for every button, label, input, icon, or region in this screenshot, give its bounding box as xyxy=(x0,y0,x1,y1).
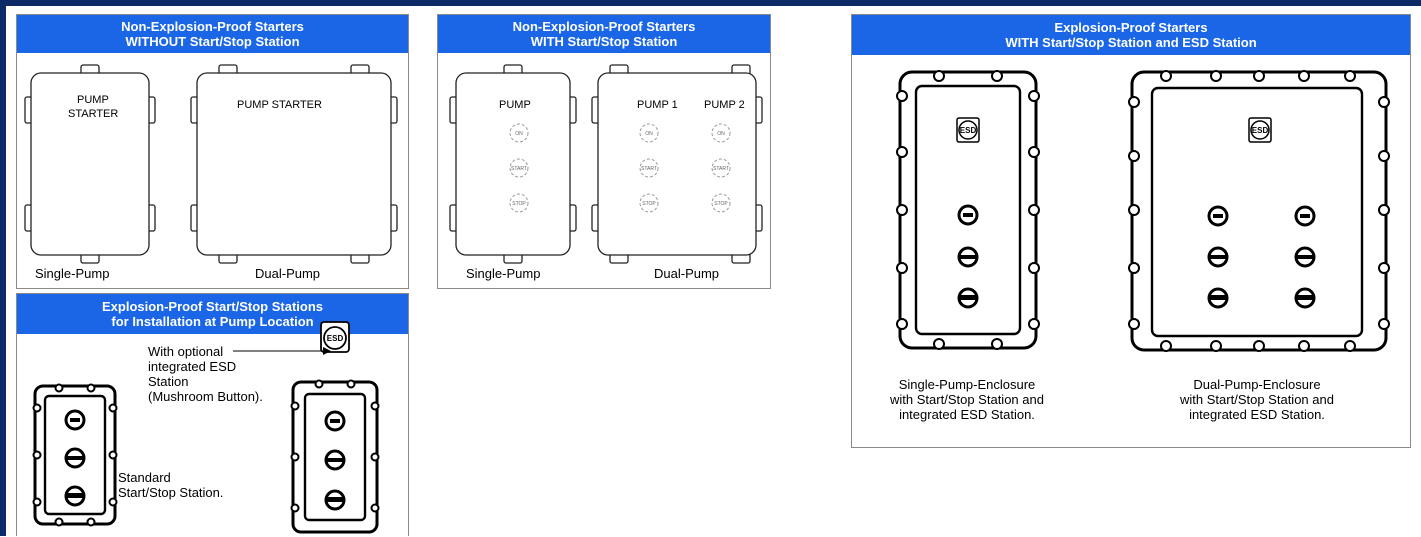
start-stop-station-with-esd: ESD xyxy=(290,321,380,534)
note-line: (Mushroom Button). xyxy=(148,389,263,404)
caption-line: Single-Pump-Enclosure xyxy=(898,377,1036,392)
caption-line: integrated ESD Station. xyxy=(899,407,1035,422)
pump2-btn-start-label: START xyxy=(713,166,729,172)
single-starter-text-2: STARTER xyxy=(68,108,119,120)
pump1-btn-on-label: ON xyxy=(645,131,653,137)
pump1-btn-start-label: START xyxy=(641,166,657,172)
header-line-2: WITH Start/Stop Station xyxy=(530,34,678,49)
note-line: Station xyxy=(148,374,189,389)
single-btn-stop-label: STOP xyxy=(512,201,526,207)
header-line-1: Non-Explosion-Proof Starters xyxy=(121,19,304,34)
dual-pump-xp-enclosure: ESD xyxy=(1128,70,1390,352)
standard-start-stop-station xyxy=(32,383,118,527)
header-line-2: WITHOUT Start/Stop Station xyxy=(125,34,300,49)
pump2-title: PUMP 2 xyxy=(704,99,745,111)
caption-line: with Start/Stop Station and xyxy=(1180,392,1334,407)
single-pump-xp-enclosure: ESD xyxy=(896,70,1040,350)
single-enclosure-caption: Single-Pump-Enclosure with Start/Stop St… xyxy=(862,377,1072,422)
dual-starter-text: PUMP STARTER xyxy=(237,99,322,111)
optional-esd-note: With optional integrated ESD Station (Mu… xyxy=(148,344,263,404)
esd-label: ESD xyxy=(327,334,344,343)
header-line-1: Explosion-Proof Starters xyxy=(1054,20,1208,35)
top-frame-bar xyxy=(0,0,1421,6)
panel-xp-start-stop-stations: Explosion-Proof Start/Stop Stations for … xyxy=(16,293,409,536)
header-line-1: Non-Explosion-Proof Starters xyxy=(512,19,696,34)
caption-line: Dual-Pump-Enclosure xyxy=(1193,377,1321,392)
single-pump-label: Single-Pump xyxy=(466,266,541,281)
panel-header: Non-Explosion-Proof Starters WITH Start/… xyxy=(438,15,770,53)
single-btn-on-label: ON xyxy=(515,131,523,137)
note-line: integrated ESD xyxy=(148,359,237,374)
note-line: Standard xyxy=(118,470,171,485)
dual-pump-starter-enclosure xyxy=(190,64,398,264)
caption-line: with Start/Stop Station and xyxy=(890,392,1044,407)
pump2-btn-stop-label: STOP xyxy=(714,201,728,207)
caption-line: integrated ESD Station. xyxy=(1189,407,1325,422)
panel-non-xp-with-station: Non-Explosion-Proof Starters WITH Start/… xyxy=(437,14,771,289)
panel-xp-with-esd: Explosion-Proof Starters WITH Start/Stop… xyxy=(851,14,1411,448)
header-line-1: Explosion-Proof Start/Stop Stations xyxy=(101,299,323,314)
single-station-title: PUMP xyxy=(499,99,531,111)
single-pump-starter-enclosure xyxy=(24,64,156,264)
header-line-2: for Installation at Pump Location xyxy=(111,314,314,329)
dual-pump-label: Dual-Pump xyxy=(255,266,321,281)
single-pump-label: Single-Pump xyxy=(35,266,110,281)
dual-pump-starter-with-station: ON START STOP ON START STOP xyxy=(591,64,763,264)
panel-header: Explosion-Proof Starters WITH Start/Stop… xyxy=(852,15,1410,55)
pump1-title: PUMP 1 xyxy=(637,99,678,111)
single-pump-starter-with-station: ON START STOP xyxy=(449,64,577,264)
dual-enclosure-caption: Dual-Pump-Enclosure with Start/Stop Stat… xyxy=(1152,377,1362,422)
single-btn-start-label: START xyxy=(511,166,527,172)
pump2-btn-on-label: ON xyxy=(717,131,725,137)
note-line: With optional xyxy=(148,344,224,359)
header-line-2: WITH Start/Stop Station and ESD Station xyxy=(1005,35,1257,50)
panel-non-xp-without-station: Non-Explosion-Proof Starters WITHOUT Sta… xyxy=(16,14,409,289)
optional-esd-pointer-arrow xyxy=(233,347,331,355)
esd-label: ESD xyxy=(960,126,977,135)
standard-station-note: Standard Start/Stop Station. xyxy=(118,470,224,500)
dual-pump-label: Dual-Pump xyxy=(654,266,720,281)
single-starter-text-1: PUMP xyxy=(77,94,109,106)
esd-label: ESD xyxy=(1252,126,1269,135)
note-line: Start/Stop Station. xyxy=(118,485,224,500)
panel-header: Non-Explosion-Proof Starters WITHOUT Sta… xyxy=(17,15,408,53)
pump1-btn-stop-label: STOP xyxy=(642,201,656,207)
left-frame-bar xyxy=(0,6,6,536)
